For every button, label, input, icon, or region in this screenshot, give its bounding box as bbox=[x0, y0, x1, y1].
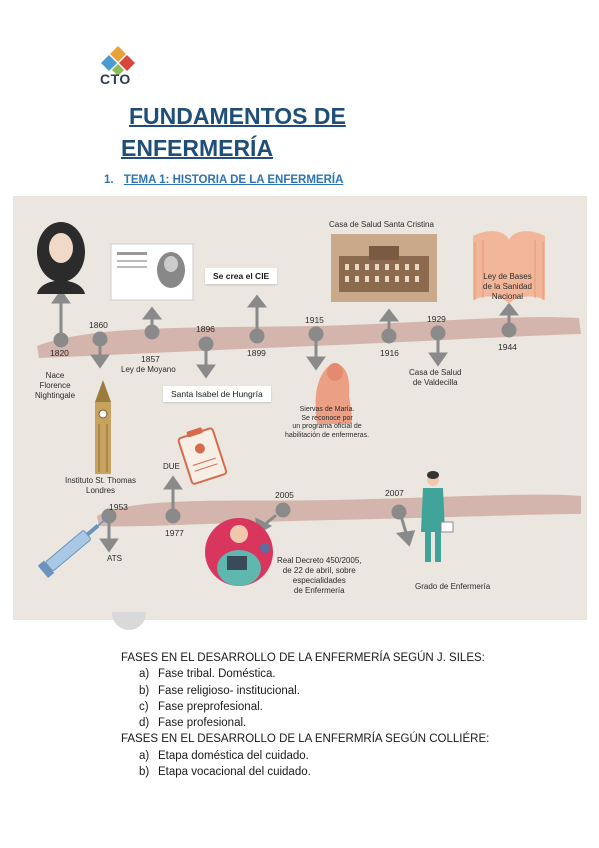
label-ley-moyano: Ley de Moyano bbox=[121, 365, 176, 374]
list-item: a)Fase tribal. Doméstica. bbox=[139, 668, 276, 681]
nurse-figure bbox=[421, 471, 454, 562]
decorative-shape bbox=[112, 612, 146, 630]
nurse-tablet-illustration bbox=[205, 518, 273, 586]
history-timeline: 1820 Nace Florence Nightingale 1860 Inst… bbox=[13, 196, 587, 620]
list-item: d)Fase profesional. bbox=[139, 717, 247, 730]
siles-heading: FASES EN EL DESARROLLO DE LA ENFERMERÍA … bbox=[121, 652, 485, 664]
label-real-decreto: Real Decreto 450/2005, de 22 de abril, s… bbox=[277, 556, 362, 595]
year-2005: 2005 bbox=[275, 490, 294, 500]
label-st-thomas: Instituto St. Thomas Londres bbox=[65, 476, 136, 495]
cto-logo-icon bbox=[101, 46, 135, 76]
clipboard-icon bbox=[177, 427, 228, 485]
year-2007: 2007 bbox=[385, 488, 404, 498]
label-santa-isabel: Santa Isabel de Hungría bbox=[163, 386, 271, 402]
label-siervas: Siervas de María. Se reconoce por un pro… bbox=[285, 406, 370, 439]
phases-section: FASES EN EL DESARROLLO DE LA ENFERMERÍA … bbox=[121, 650, 489, 780]
label-cie: Se crea el CIE bbox=[205, 268, 278, 284]
open-book-icon bbox=[473, 231, 545, 304]
list-item: b)Etapa vocacional del cuidado. bbox=[139, 766, 311, 779]
title-line-1: FUNDAMENTOS DE bbox=[129, 103, 346, 129]
year-1929: 1929 bbox=[427, 314, 446, 324]
section-link[interactable]: TEMA 1: HISTORIA DE LA ENFERMERÍA bbox=[123, 174, 344, 186]
timeline-graphic bbox=[37, 222, 581, 586]
section-heading: 1. TEMA 1: HISTORIA DE LA ENFERMERÍA bbox=[104, 174, 343, 186]
label-valdecilla: Casa de Salud de Valdecilla bbox=[409, 368, 462, 387]
year-1860: 1860 bbox=[89, 320, 108, 330]
syringe-icon bbox=[37, 517, 108, 578]
label-ats: ATS bbox=[107, 554, 122, 563]
year-1944: 1944 bbox=[498, 342, 517, 352]
nun-figure bbox=[315, 363, 352, 424]
label-grado: Grado de Enfermería bbox=[415, 582, 491, 591]
year-1953: 1953 bbox=[109, 502, 128, 512]
list-item: b)Fase religioso- institucional. bbox=[139, 684, 300, 697]
year-1915: 1915 bbox=[305, 315, 324, 325]
year-1857: 1857 bbox=[141, 354, 160, 364]
logo-text: CTO bbox=[100, 71, 131, 87]
label-florence: Nace Florence Nightingale bbox=[35, 371, 76, 400]
santa-cristina-building bbox=[331, 234, 437, 302]
label-santa-cristina: Casa de Salud Santa Cristina bbox=[329, 220, 434, 229]
upper-timeline-band bbox=[37, 317, 581, 358]
page-title: FUNDAMENTOS DE ENFERMERÍA bbox=[121, 100, 346, 164]
year-1899: 1899 bbox=[247, 348, 266, 358]
label-ley-bases: Ley de Bases de la Sanidad Nacional bbox=[483, 272, 532, 301]
year-1820: 1820 bbox=[50, 348, 69, 358]
florence-portrait bbox=[37, 222, 85, 294]
title-line-2: ENFERMERÍA bbox=[121, 135, 274, 161]
list-item: c)Fase preprofesional. bbox=[139, 700, 263, 713]
big-ben-tower bbox=[95, 380, 111, 474]
year-1977: 1977 bbox=[165, 528, 184, 538]
colliere-heading: FASES EN EL DESARROLLO DE LA ENFERMRÍA S… bbox=[121, 733, 490, 746]
label-due: DUE bbox=[163, 462, 180, 471]
section-number: 1. bbox=[104, 174, 114, 186]
lower-timeline-band bbox=[97, 494, 581, 527]
year-1916: 1916 bbox=[380, 348, 399, 358]
year-1896: 1896 bbox=[196, 324, 215, 334]
list-item: a)Etapa doméstica del cuidado. bbox=[139, 749, 309, 762]
ley-moyano-document bbox=[110, 243, 194, 301]
